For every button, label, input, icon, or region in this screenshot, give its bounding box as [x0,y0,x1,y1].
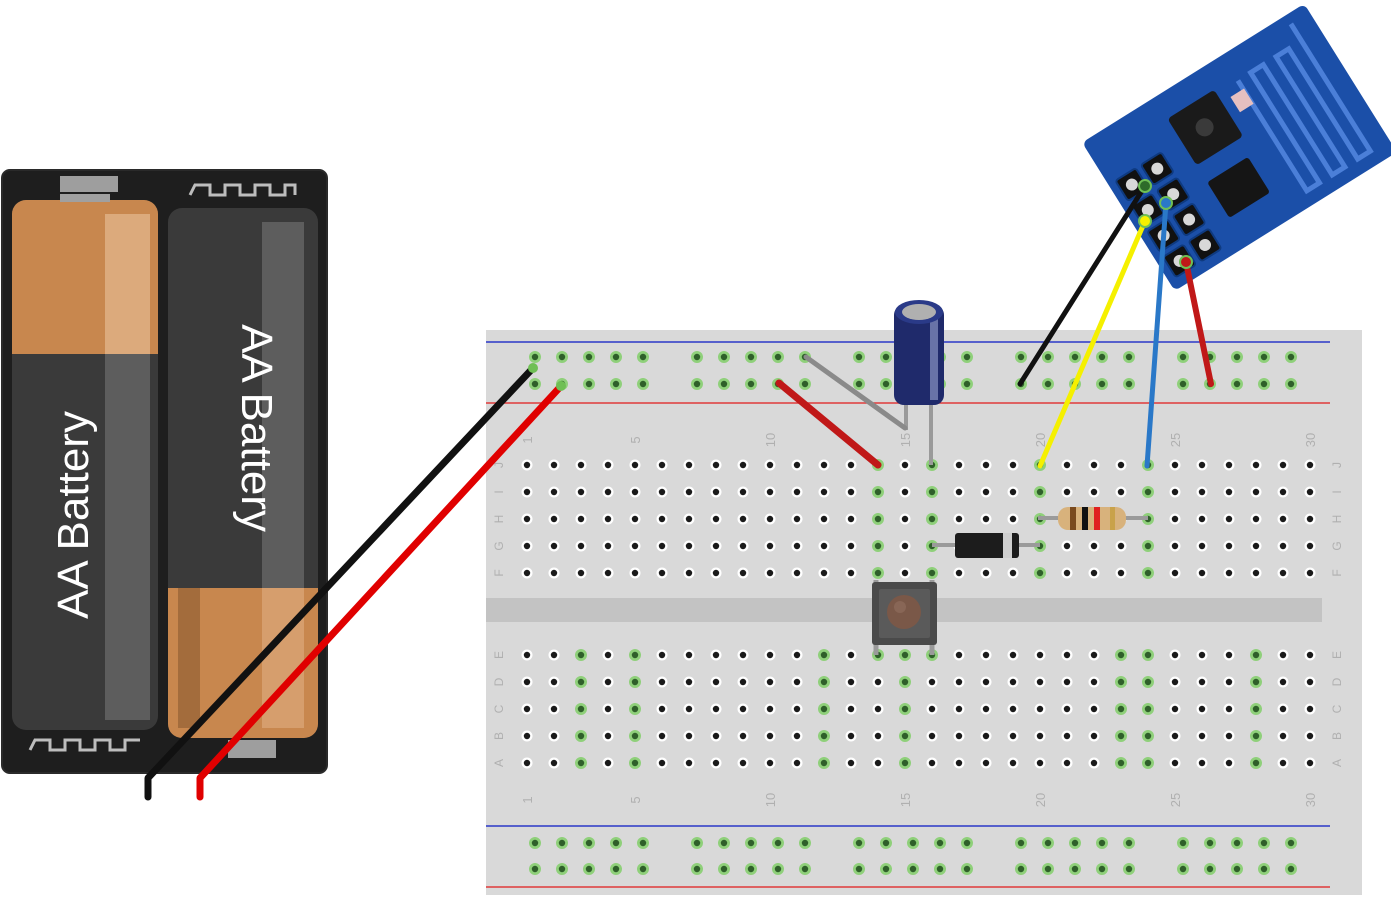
row-letter: E [492,651,506,659]
row-letter: C [1330,704,1344,713]
battery-holder: AA Battery AA Battery [1,169,328,774]
row-letter: H [1330,515,1344,524]
wire-red-battery [196,382,565,801]
column-number: 15 [898,433,913,447]
battery-cell-label: AA Battery [49,411,98,619]
diode [932,533,1040,558]
wire-black-module [1017,183,1148,387]
row-letter: B [1330,732,1344,740]
wire-ends [528,179,1193,391]
row-letter: F [492,569,506,576]
row-letter: F [1330,569,1344,576]
row-letter: J [1330,462,1344,468]
column-number: 15 [898,793,913,807]
column-number: 10 [763,793,778,807]
esp-wifi-module [1084,5,1391,289]
wires [144,183,1214,801]
battery-cell-1: AA Battery [12,194,158,730]
row-letter: E [1330,651,1344,659]
wire-blue-module [1144,200,1169,469]
row-letter: H [492,515,506,524]
wire-black-battery [144,364,537,801]
row-letter: A [1330,759,1344,767]
electrolytic-capacitor [894,300,944,465]
resistor [1038,507,1148,530]
column-number: 25 [1168,793,1183,807]
battery-cell-label: AA Battery [232,324,281,532]
column-number: 20 [1033,433,1048,447]
row-letter: D [492,677,506,686]
column-number: 10 [763,433,778,447]
column-number: 5 [628,436,643,443]
column-number: 5 [628,796,643,803]
wire-darkred-board [775,379,882,469]
wire-yellow-module [1037,218,1148,469]
row-letter: J [492,462,506,468]
row-letter: G [1330,541,1344,550]
row-letter: I [492,490,506,493]
row-letter: C [492,704,506,713]
row-letter: D [1330,677,1344,686]
row-letter: A [492,759,506,767]
push-button [872,580,937,655]
row-letter: B [492,732,506,740]
row-letter: I [1330,490,1344,493]
battery-cell-2: AA Battery [168,208,318,738]
wire-darkred-module [1183,259,1214,387]
column-number: 1 [520,796,535,803]
column-number: 25 [1168,433,1183,447]
column-number: 20 [1033,793,1048,807]
column-number: 1 [520,436,535,443]
column-number: 30 [1303,793,1318,807]
column-number: 30 [1303,433,1318,447]
row-letter: G [492,541,506,550]
wire-gray [803,354,908,431]
